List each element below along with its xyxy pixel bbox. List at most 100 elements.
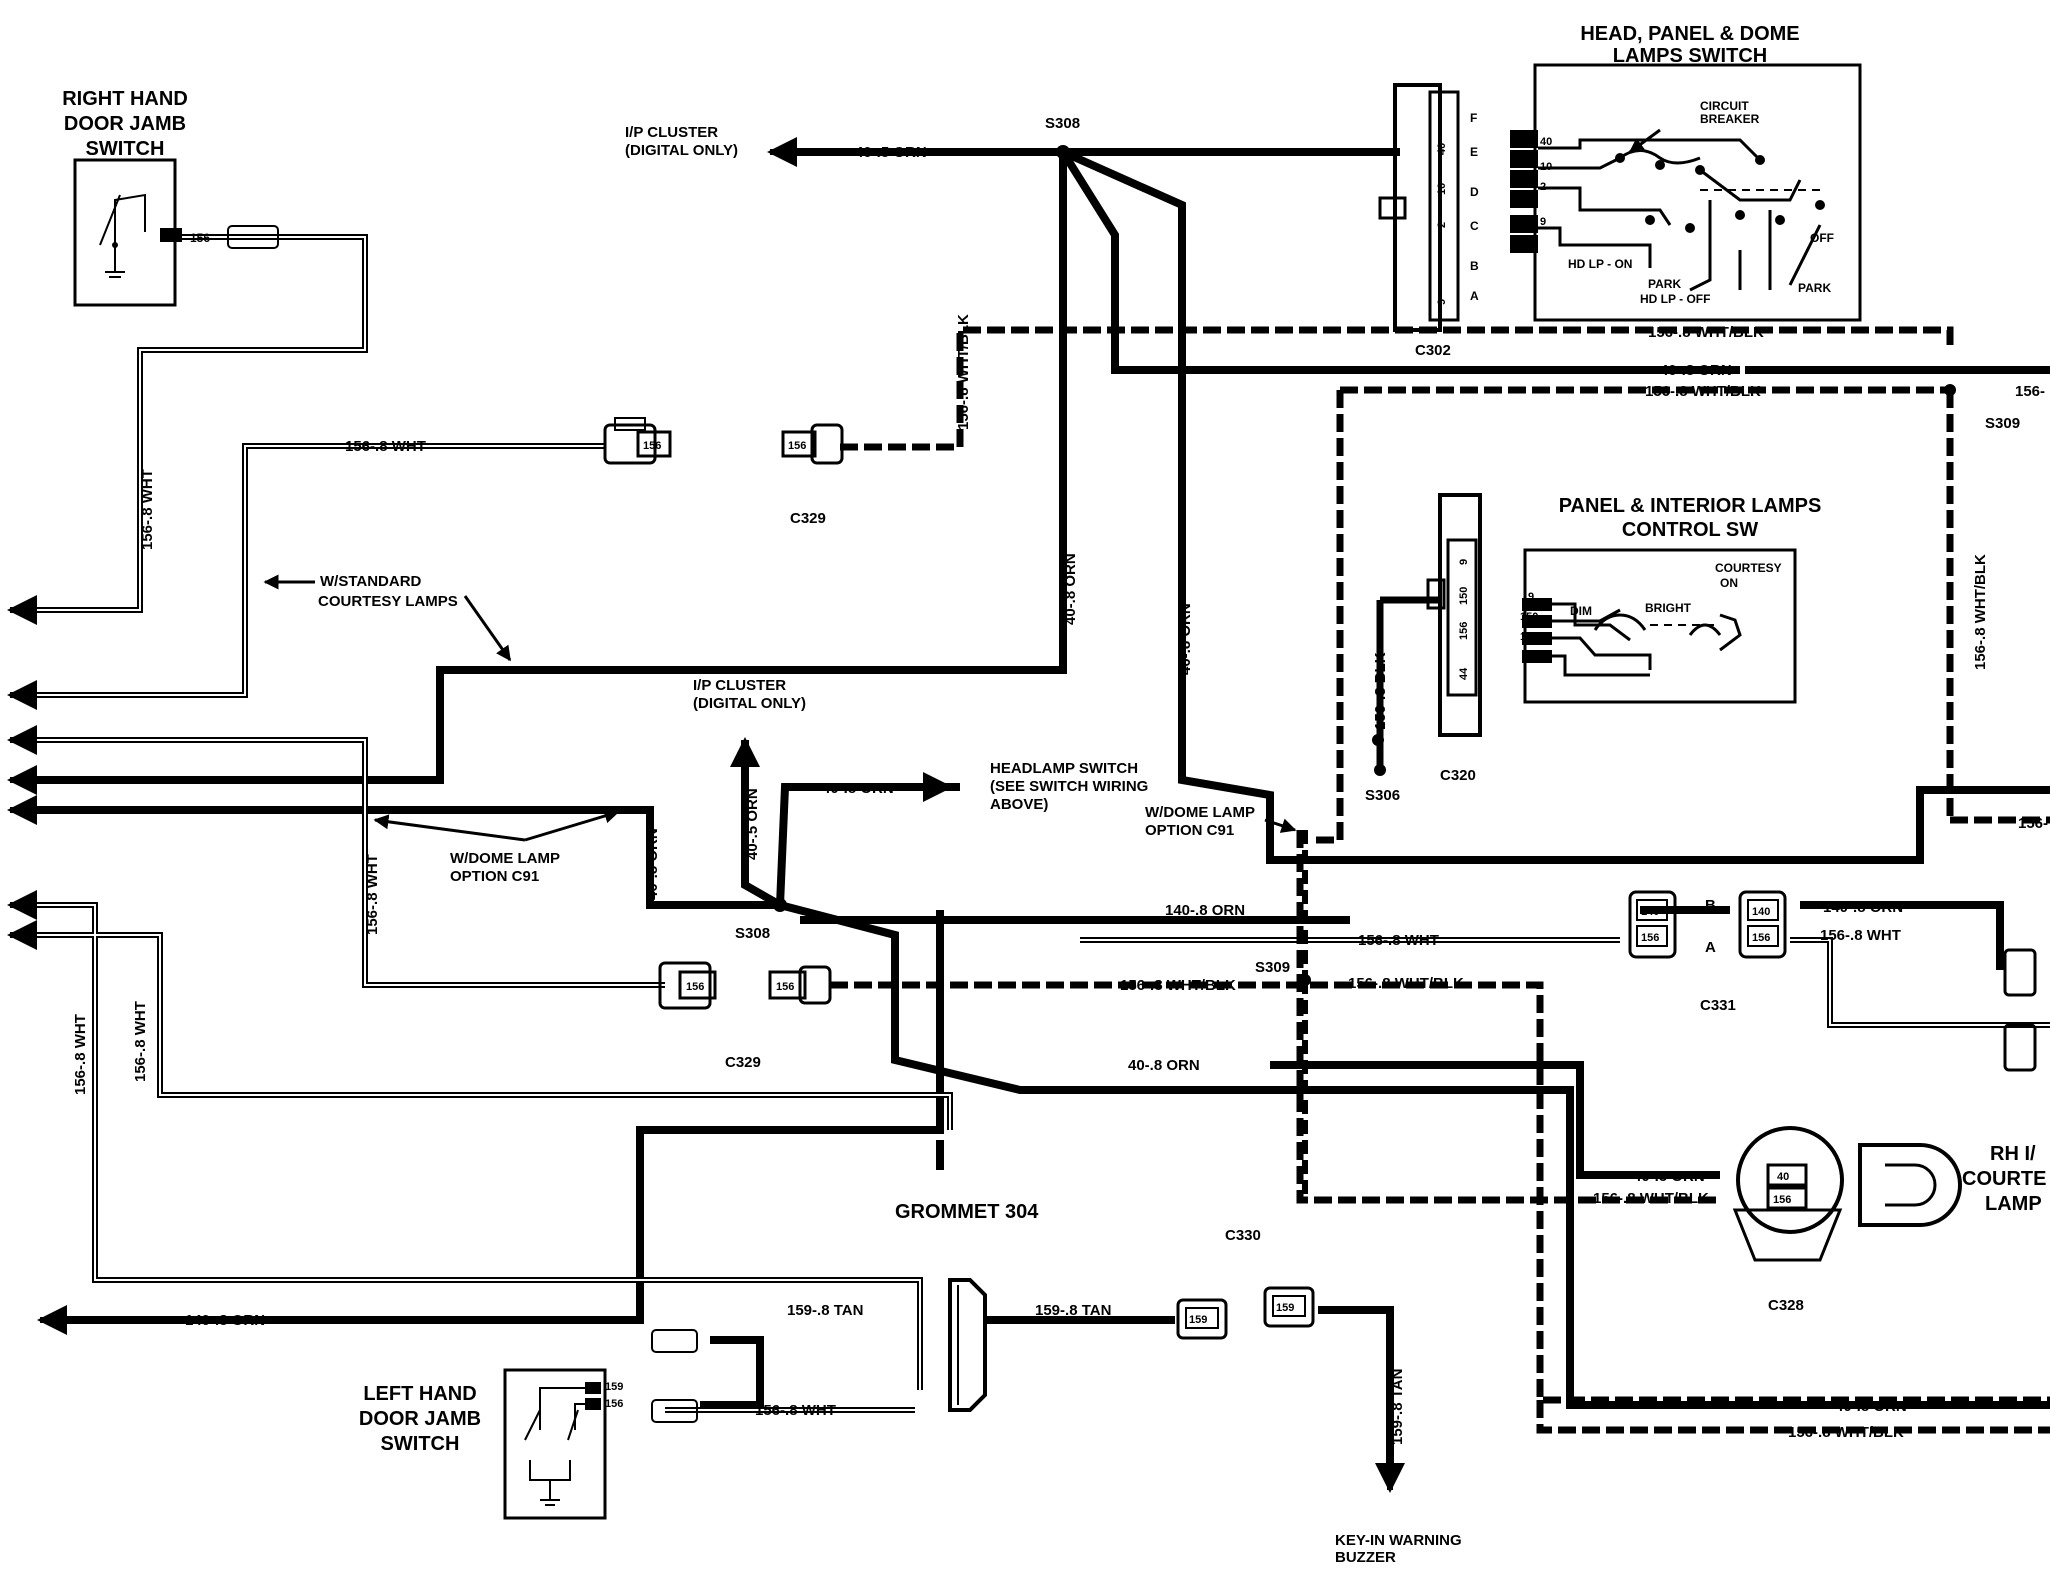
label-w156wb-bottom: 156-.8 WHT/BLK bbox=[1788, 1424, 1904, 1441]
label-left-156-a: 156-.8 WHT bbox=[72, 1014, 89, 1095]
svg-text:F: F bbox=[1470, 111, 1477, 125]
svg-text:D: D bbox=[1470, 185, 1479, 199]
label-top-156-right: 156- bbox=[2015, 383, 2045, 400]
rh-courtesy-title-3: LAMP bbox=[1985, 1193, 2042, 1215]
ip-cluster-top-1: I/P CLUSTER bbox=[625, 124, 718, 141]
svg-text:156: 156 bbox=[1752, 932, 1770, 944]
hpd-pin-10: 10 bbox=[1540, 161, 1552, 173]
hpd-pin-2: 2 bbox=[1540, 181, 1546, 193]
wires-white-black bbox=[830, 326, 2050, 1434]
c329-bottom-connector: 156 156 bbox=[658, 961, 832, 1010]
svg-text:A: A bbox=[1470, 289, 1479, 303]
label-w156wb-c328: 156-.8 WHT/BLK bbox=[1593, 1190, 1709, 1207]
rh-door-jamb-switch: 156 bbox=[73, 158, 279, 307]
hpd-title-1: HEAD, PANEL & DOME bbox=[1580, 23, 1799, 45]
svg-text:A: A bbox=[1705, 939, 1716, 956]
svg-text:44: 44 bbox=[1522, 649, 1535, 661]
lh-jamb-title-1: LEFT HAND bbox=[363, 1383, 476, 1405]
svg-text:COURTESY: COURTESY bbox=[1715, 561, 1782, 575]
ip-cluster-top-2: (DIGITAL ONLY) bbox=[625, 142, 738, 159]
headlamp-sw-3: ABOVE) bbox=[990, 796, 1048, 813]
label-vert-40-5-up: 40-.5 ORN bbox=[744, 788, 761, 860]
key-in-1: KEY-IN WARNING bbox=[1335, 1532, 1462, 1549]
c328-label: C328 bbox=[1768, 1297, 1804, 1314]
label-right-156-cut: 156- bbox=[2018, 815, 2048, 832]
svg-text:B: B bbox=[1470, 259, 1479, 273]
lh-jamb-title-2: DOOR JAMB bbox=[359, 1408, 481, 1430]
key-in-2: BUZZER bbox=[1335, 1549, 1396, 1566]
c331-label: C331 bbox=[1700, 997, 1736, 1014]
label-left-156-b: 156-.8 WHT bbox=[132, 1001, 149, 1082]
hpd-pin-40: 40 bbox=[1540, 136, 1552, 148]
c329-bottom-label: C329 bbox=[725, 1054, 761, 1071]
w150-blk-label: 150-.8 BLK bbox=[1372, 652, 1389, 730]
c330-label: C330 bbox=[1225, 1227, 1261, 1244]
label-vert-40-b: 40-.8 ORN bbox=[1177, 603, 1194, 675]
label-w156wb-mid-a: 156-.8 WHT/BLK bbox=[1120, 977, 1236, 994]
dome-c91-mid-1: W/DOME LAMP bbox=[1145, 804, 1255, 821]
rh-jamb-title-3: SWITCH bbox=[86, 138, 165, 160]
rh-jamb-title-2: DOOR JAMB bbox=[64, 113, 186, 135]
grommet-304 bbox=[948, 1278, 987, 1412]
s308-bottom-label: S308 bbox=[735, 925, 770, 942]
panel-sw-title-1: PANEL & INTERIOR LAMPS bbox=[1559, 495, 1822, 517]
rh-jamb-title-1: RIGHT HAND bbox=[62, 88, 188, 110]
svg-text:156: 156 bbox=[643, 440, 661, 452]
label-w40-bottom: 40-.8 ORN bbox=[1835, 1398, 1907, 1415]
hd-lp-on-label: HD LP - ON bbox=[1568, 257, 1632, 271]
ip-cluster-mid-2: (DIGITAL ONLY) bbox=[693, 695, 806, 712]
label-w156-mid: 156-.8 WHT bbox=[1358, 932, 1439, 949]
lh-door-jamb-switch: 159 156 bbox=[503, 1329, 698, 1520]
svg-text:40: 40 bbox=[1436, 143, 1448, 155]
svg-text:159: 159 bbox=[1276, 1302, 1294, 1314]
label-top-156-wb2: 156-.8 WHT/BLK bbox=[1645, 383, 1761, 400]
label-w156-right: 156-.8 WHT bbox=[1820, 927, 1901, 944]
label-w156wb-mid-b: 156-.8 WHT/BLK bbox=[1348, 975, 1464, 992]
label-vert-156-wht-mid: 156-.8 WHT bbox=[364, 854, 381, 935]
svg-text:DIM: DIM bbox=[1570, 604, 1592, 618]
label-vert-156-wb: 156-.8 WHT/BLK bbox=[1972, 554, 1989, 670]
wires-white bbox=[25, 234, 2050, 1413]
hpd-title-2: LAMPS SWITCH bbox=[1613, 45, 1767, 67]
svg-text:140: 140 bbox=[1641, 906, 1659, 918]
svg-text:40: 40 bbox=[1777, 1171, 1789, 1183]
c331-connector: 140 156 140 156 B A bbox=[1628, 890, 1787, 959]
label-w159-b: 159-.8 TAN bbox=[1035, 1302, 1111, 1319]
circuit-breaker-label-1: CIRCUIT bbox=[1700, 99, 1749, 113]
s309-mid-label: S309 bbox=[1255, 959, 1290, 976]
std-courtesy-1: W/STANDARD bbox=[320, 573, 422, 590]
label-w140-right: 140-.8 ORN bbox=[1823, 899, 1903, 916]
dome-c91-left-1: W/DOME LAMP bbox=[450, 850, 560, 867]
lh-jamb-title-3: SWITCH bbox=[381, 1433, 460, 1455]
dome-c91-left-2: OPTION C91 bbox=[450, 868, 539, 885]
c302-label: C302 bbox=[1415, 342, 1451, 359]
svg-text:9: 9 bbox=[1436, 299, 1448, 305]
label-w140-left: 140-.8 ORN bbox=[185, 1312, 265, 1329]
svg-text:156: 156 bbox=[1458, 622, 1470, 640]
c329-top-connector: 156 156 bbox=[603, 417, 844, 465]
c320-connector: 9 150 156 44 bbox=[1374, 493, 1482, 776]
c331-right-terminals bbox=[2003, 948, 2037, 1072]
park-label-a: PARK bbox=[1648, 277, 1681, 291]
label-w159-a: 159-.8 TAN bbox=[787, 1302, 863, 1319]
svg-text:E: E bbox=[1470, 145, 1478, 159]
svg-text:9: 9 bbox=[1458, 559, 1470, 565]
rh-jamb-pin-156: 156 bbox=[190, 231, 210, 245]
headlamp-sw-1: HEADLAMP SWITCH bbox=[990, 760, 1138, 777]
leader-lines bbox=[263, 128, 1661, 842]
circuit-breaker-label-2: BREAKER bbox=[1700, 112, 1760, 126]
headlamp-sw-2: (SEE SWITCH WIRING bbox=[990, 778, 1148, 795]
label-top-156-wb: 156-.8 WHT/BLK bbox=[1648, 324, 1764, 341]
splice-labels: S308 S308 S309 S309 bbox=[735, 115, 2020, 976]
svg-text:156: 156 bbox=[1773, 1194, 1791, 1206]
hpd-pin-9: 9 bbox=[1540, 216, 1546, 228]
svg-text:150: 150 bbox=[1520, 611, 1538, 623]
label-vert-40-8-short: 40-.8 ORN bbox=[644, 828, 661, 900]
label-left-vert-156: 156-.8 WHT bbox=[139, 469, 156, 550]
label-top-40-5: 40-.5 ORN bbox=[855, 144, 927, 161]
svg-text:BRIGHT: BRIGHT bbox=[1645, 601, 1692, 615]
svg-text:156: 156 bbox=[1641, 932, 1659, 944]
wires-orange bbox=[25, 148, 2050, 1470]
label-w40-mid: 40-.8 ORN bbox=[1128, 1057, 1200, 1074]
